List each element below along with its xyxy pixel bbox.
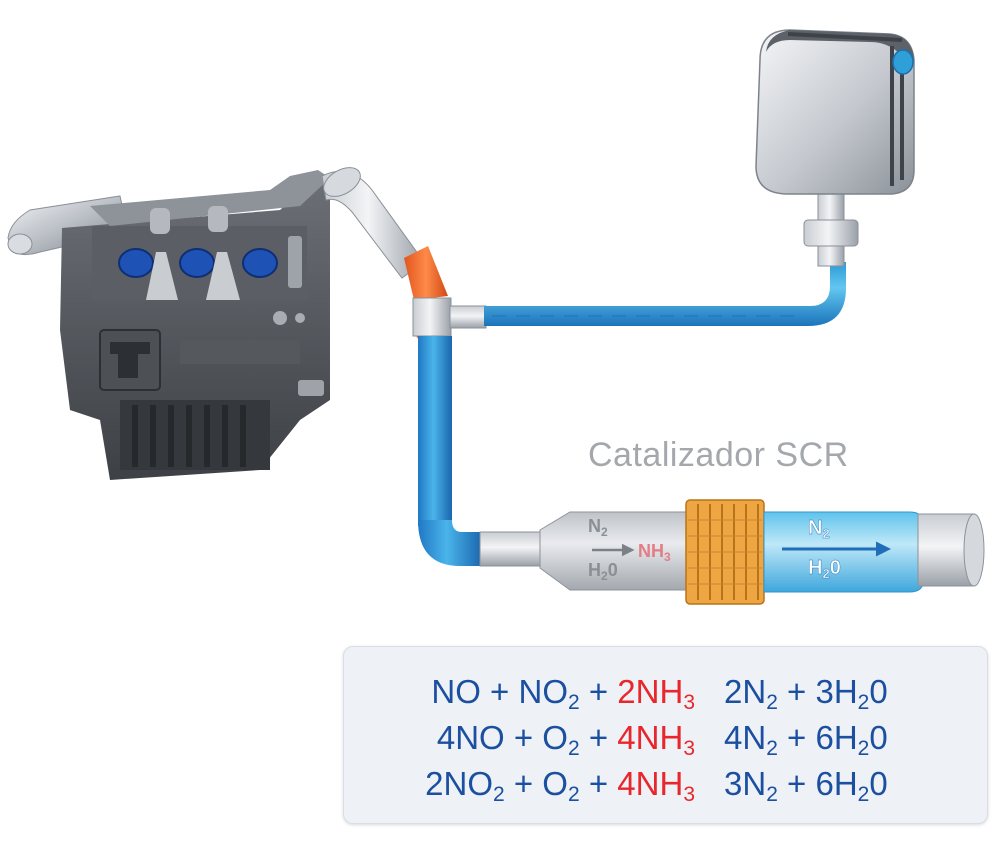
equation-2-reactants: 4NO + O2 + 4NH3 xyxy=(436,719,695,760)
catalyst-outlet-n2: N2 xyxy=(808,517,830,541)
catalyst-inlet-n2: N2 xyxy=(588,516,608,539)
equation-row-1: NO + NO2 + 2NH3 2N2 + 3H20 xyxy=(344,673,987,721)
equation-1-reactants: NO + NO2 + 2NH3 xyxy=(431,673,695,714)
engine-icon xyxy=(7,170,330,480)
adblue-line xyxy=(449,183,859,329)
catalyst-outlet-h2o: H20 xyxy=(808,557,841,581)
equation-row-3: 2NO2 + O2 + 4NH3 3N2 + 6H20 xyxy=(344,765,987,813)
equation-3-reactants: 2NO2 + O2 + 4NH3 xyxy=(425,765,695,806)
catalyst-inlet-nh3: NH3 xyxy=(638,541,671,564)
adblue-tank-icon xyxy=(755,29,915,195)
equation-3-reagent: 4NH3 xyxy=(617,765,695,806)
equation-2-reagent: 4NH3 xyxy=(617,719,695,760)
scr-catalyst-icon: N2 NH3 H20 N2 H20 xyxy=(539,499,985,605)
equation-row-2: 4NO + O2 + 4NH3 4N2 + 6H20 xyxy=(344,719,987,767)
equation-3-products: 3N2 + 6H20 xyxy=(724,765,888,806)
exhaust-pipe-icon xyxy=(321,167,543,567)
reaction-equations-panel: NO + NO2 + 2NH3 2N2 + 3H20 4NO + O2 + 4N… xyxy=(343,646,988,824)
catalyst-inlet-h2o: H20 xyxy=(588,560,618,583)
scr-catalyst-label: Catalizador SCR xyxy=(588,436,849,474)
equation-1-reagent: 2NH3 xyxy=(617,673,695,714)
equation-2-products: 4N2 + 6H20 xyxy=(724,719,888,760)
equation-1-products: 2N2 + 3H20 xyxy=(724,673,888,714)
